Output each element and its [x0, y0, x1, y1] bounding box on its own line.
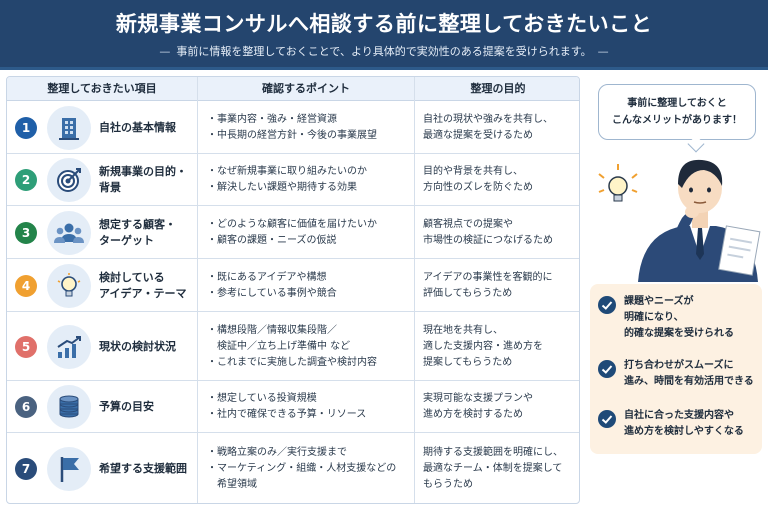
table-row: 2 新規事業の目的・背景・なぜ新規事業に取り組みたいのか・解決したい課題や期待する…	[7, 154, 579, 206]
subtitle-dash-right: —	[597, 45, 609, 58]
bubble-line: こんなメリットがあります！	[612, 115, 742, 126]
benefit-line: 的確な提案を受けられる	[624, 328, 734, 339]
purpose-text: 顧客視点での提案や市場性の検証につなげるため	[423, 218, 553, 246]
table-row: 4 検討しているアイデア・テーマ・既にあるアイデアや構想・参考にしている事例や競合…	[7, 259, 579, 312]
benefit-line: 打ち合わせがスムーズに	[624, 360, 734, 371]
table-row: 1 自社の基本情報 ・事業内容・強み・経営資源・中長期の経営方針・今後の事業展望 自社…	[7, 101, 579, 154]
check-points: ・どのような顧客に価値を届けたいか・顧客の課題・ニーズの仮説	[207, 218, 377, 246]
header-points: 確認するポイント	[262, 82, 350, 95]
page-title: 新規事業コンサルへ相談する前に整理しておきたいこと	[115, 12, 653, 36]
benefit-line: 明確になり、	[624, 312, 684, 323]
item-name: 予算の目安	[99, 400, 154, 413]
check-points: ・事業内容・強み・経営資源・中長期の経営方針・今後の事業展望	[207, 113, 377, 141]
item-name: 希望する支援範囲	[99, 462, 187, 475]
benefit-line: 自社に合った支援内容や	[624, 410, 734, 421]
purpose-text: 自社の現状や強みを共有し、最適な提案を受けるため	[423, 113, 553, 141]
row-number-badge: 4	[15, 274, 37, 297]
item-name: 想定する顧客・ターゲット	[99, 217, 176, 247]
purpose-text: 実現可能な支援プランや進め方を検討するため	[423, 393, 533, 420]
item-name: 自社の基本情報	[99, 120, 176, 134]
row-number-badge: 5	[15, 335, 37, 358]
page-subtitle: — 事前に情報を整理しておくことで、より具体的で実効性のある提案を受けられます。 —	[0, 43, 768, 59]
benefits-box: 課題やニーズが 明確になり、 的確な提案を受けられる 打ち合わせがスムーズに 進…	[590, 284, 762, 454]
lightbulb-icon	[47, 263, 91, 308]
customers-icon	[47, 210, 91, 255]
flag-icon	[47, 447, 91, 491]
item-name: 新規事業の目的・背景	[99, 165, 187, 194]
growth-chart-icon	[47, 324, 91, 369]
subtitle-dash-left: —	[159, 45, 171, 58]
check-points: ・なぜ新規事業に取り組みたいのか・解決したい課題や期待する効果	[207, 166, 367, 193]
benefit-line: 進め方を検討しやすくなる	[624, 426, 744, 437]
check-points: ・既にあるアイデアや構想・参考にしている事例や競合	[207, 271, 337, 299]
item-name: 現状の検討状況	[99, 339, 176, 353]
check-points: ・戦略立案のみ／実行支援まで・マーケティング・組織・人材支援などの 希望領域	[207, 447, 397, 490]
check-points: ・構想段階／情報収集段階／ 検証中／立ち上げ準備中 など・これまでに実施した調査…	[207, 324, 377, 368]
table-row: 7 希望する支援範囲 ・戦略立案のみ／実行支援まで・マーケティング・組織・人材支援な…	[7, 433, 579, 503]
table-row: 3 想定する顧客・ターゲット ・どのような顧客に価値を届けたいか・顧客の課題・ニーズ…	[7, 206, 579, 259]
purpose-text: 期待する支援範囲を明確にし、最適なチーム・体制を提案してもらうため	[423, 447, 563, 490]
table-row: 6 予算の目安 ・想定している投資規模・社内で確保できる予算・リソース 実現可能な支援…	[7, 381, 579, 433]
benefit-line: 課題やニーズが	[624, 296, 694, 307]
row-number-badge: 3	[15, 221, 37, 244]
check-circle-icon	[598, 296, 616, 314]
check-points: ・想定している投資規模・社内で確保できる予算・リソース	[207, 393, 367, 420]
header-item: 整理しておきたい項目	[47, 82, 157, 95]
purpose-text: アイデアの事業性を客観的に評価してもらうため	[423, 271, 553, 299]
lightbulb-idea-icon	[598, 164, 638, 202]
purpose-text: 現在地を共有し、適した支援内容・進め方を提案してもらうため	[423, 324, 543, 368]
column-divider	[197, 77, 198, 503]
speech-bubble: 事前に整理しておくと こんなメリットがあります！	[598, 84, 756, 140]
checklist-table: 整理しておきたい項目 確認するポイント 整理の目的 1 自社の基本情報 ・事業内容・…	[6, 76, 580, 504]
row-number-badge: 2	[15, 169, 37, 191]
check-circle-icon	[598, 360, 616, 378]
header-banner: 新規事業コンサルへ相談する前に整理しておきたいこと — 事前に情報を整理しておくこ…	[0, 0, 768, 70]
building-icon	[47, 105, 91, 150]
check-circle-icon	[598, 410, 616, 428]
benefit-line: 進み、時間を有効活用できる	[624, 376, 754, 387]
target-icon	[47, 158, 91, 202]
item-name: 検討しているアイデア・テーマ	[99, 270, 187, 300]
row-number-badge: 7	[15, 458, 37, 480]
table-row: 5 現状の検討状況 ・構想段階／情報収集段階／ 検証中／立ち上げ準備中 など・これま…	[7, 312, 579, 381]
row-number-badge: 6	[15, 396, 37, 418]
column-divider	[414, 77, 415, 503]
coins-icon	[47, 385, 91, 429]
subtitle-text: 事前に情報を整理しておくことで、より具体的で実効性のある提案を受けられます。	[176, 45, 592, 58]
row-number-badge: 1	[15, 116, 37, 139]
businessman-illustration	[598, 159, 761, 282]
table-header: 整理しておきたい項目 確認するポイント 整理の目的	[7, 77, 579, 101]
purpose-text: 目的や背景を共有し、方向性のズレを防ぐため	[423, 166, 533, 193]
header-purpose: 整理の目的	[470, 82, 526, 95]
bubble-line: 事前に整理しておくと	[627, 98, 727, 109]
